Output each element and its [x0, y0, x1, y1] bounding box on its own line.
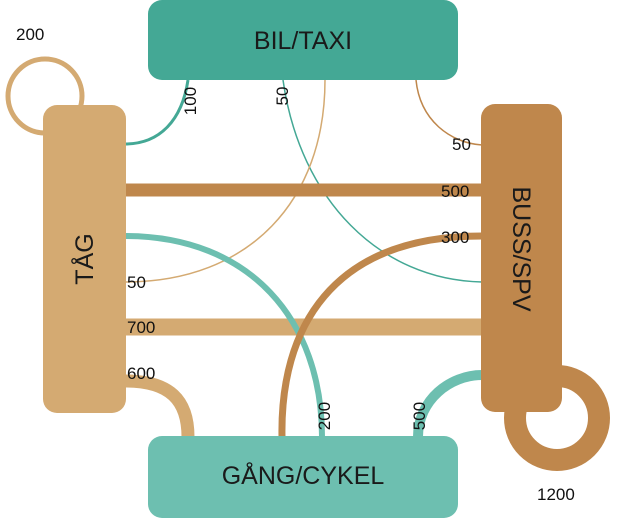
node-tag-label: TÅG [69, 233, 99, 284]
node-bil-taxi-box [148, 0, 458, 80]
flow-gang-to-buss [413, 370, 483, 438]
label-tag-to-bil-thin: 50 [127, 273, 146, 292]
node-buss-spv-label: BUSS/SPV [507, 186, 535, 311]
flow-tag-to-bil [124, 79, 190, 146]
node-gang-cykel-box [148, 436, 458, 518]
node-bil-taxi-label: BIL/TAXI [254, 27, 352, 55]
label-tag-to-buss-wide: 700 [127, 318, 155, 337]
flow-bil-to-buss-teal [282, 79, 483, 283]
node-tag-box [43, 105, 126, 413]
label-buss-self: 1200 [537, 485, 575, 504]
label-bil-to-gang: 50 [273, 87, 292, 106]
node-buss-spv[interactable]: BUSS/SPV [481, 104, 562, 412]
flow-tag-to-gang [124, 374, 195, 438]
node-tag[interactable]: TÅG [43, 105, 126, 413]
label-bil-to-buss: 50 [452, 135, 471, 154]
flow-buss-to-gang-brown [278, 232, 483, 438]
node-buss-spv-box [481, 104, 562, 412]
label-gang-from-tag: 200 [315, 402, 334, 430]
flow-tag-to-gang-teal [124, 233, 325, 438]
node-gang-cykel-label: GÅNG/CYKEL [222, 460, 385, 490]
label-tag-self: 200 [16, 25, 44, 44]
label-tag-to-bil: 100 [181, 87, 200, 115]
node-gang-cykel[interactable]: GÅNG/CYKEL [148, 436, 458, 518]
flow-bil-to-buss-brown [415, 79, 483, 146]
label-buss-to-gang: 300 [441, 228, 469, 247]
flow-bil-to-tag-sand [124, 79, 326, 283]
label-gang-to-buss: 500 [410, 402, 429, 430]
label-tag-to-gang: 600 [127, 364, 155, 383]
node-bil-taxi[interactable]: BIL/TAXI [148, 0, 458, 80]
label-tag-to-buss: 500 [441, 182, 469, 201]
